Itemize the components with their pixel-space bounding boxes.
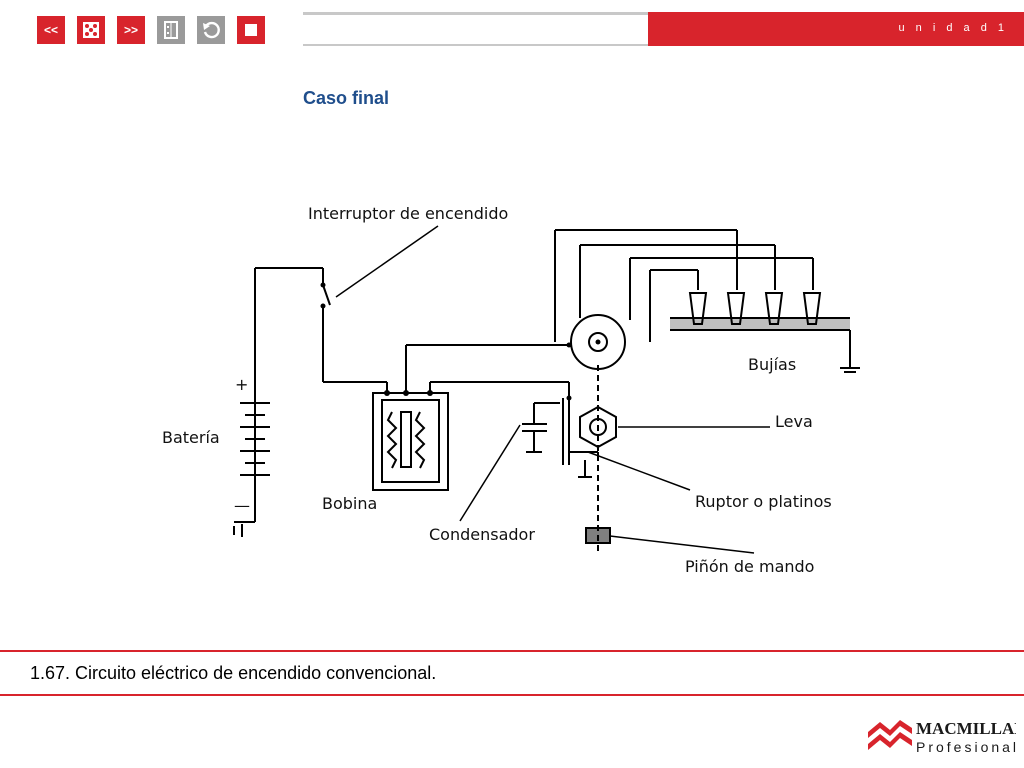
caption-line-top — [0, 650, 1024, 652]
next-label: >> — [123, 23, 138, 37]
caption-line-bottom — [0, 694, 1024, 696]
label-interruptor: Interruptor de encendido — [308, 204, 508, 223]
prev-button[interactable]: << — [37, 16, 65, 44]
index-button[interactable] — [157, 16, 185, 44]
macmillan-mark-icon — [868, 720, 912, 750]
header-line-bottom — [303, 44, 648, 46]
label-leva: Leva — [775, 412, 813, 431]
figure-caption: 1.67. Circuito eléctrico de encendido co… — [30, 663, 437, 683]
next-button[interactable]: >> — [117, 16, 145, 44]
dice-button[interactable] — [77, 16, 105, 44]
label-bujias: Bujías — [748, 355, 796, 374]
back-button[interactable] — [197, 16, 225, 44]
unit-label: u n i d a d 1 — [898, 22, 1008, 34]
header-line — [303, 12, 648, 15]
logo-sub: Profesional — [916, 739, 1016, 755]
battery-minus-sign: — — [234, 496, 250, 515]
dice-icon — [83, 22, 99, 38]
label-pinon: Piñón de mando — [685, 557, 814, 576]
label-bobina: Bobina — [322, 494, 377, 513]
label-condensador: Condensador — [429, 525, 535, 544]
stop-icon — [245, 24, 257, 36]
macmillan-logo: MACMILLAN Profesional — [868, 719, 1016, 755]
back-icon — [203, 21, 220, 39]
logo-name: MACMILLAN — [916, 719, 1016, 738]
page-title: Caso final — [303, 88, 390, 108]
prev-label: << — [43, 23, 58, 37]
label-bateria: Batería — [162, 428, 220, 447]
stop-button[interactable] — [237, 16, 265, 44]
battery-plus-sign: + — [235, 375, 248, 394]
label-ruptor: Ruptor o platinos — [695, 492, 832, 511]
ignition-circuit-diagram: + — Interruptor de encendido Batería Bob… — [162, 204, 860, 576]
header-bar — [648, 12, 1024, 46]
index-icon — [164, 21, 178, 39]
